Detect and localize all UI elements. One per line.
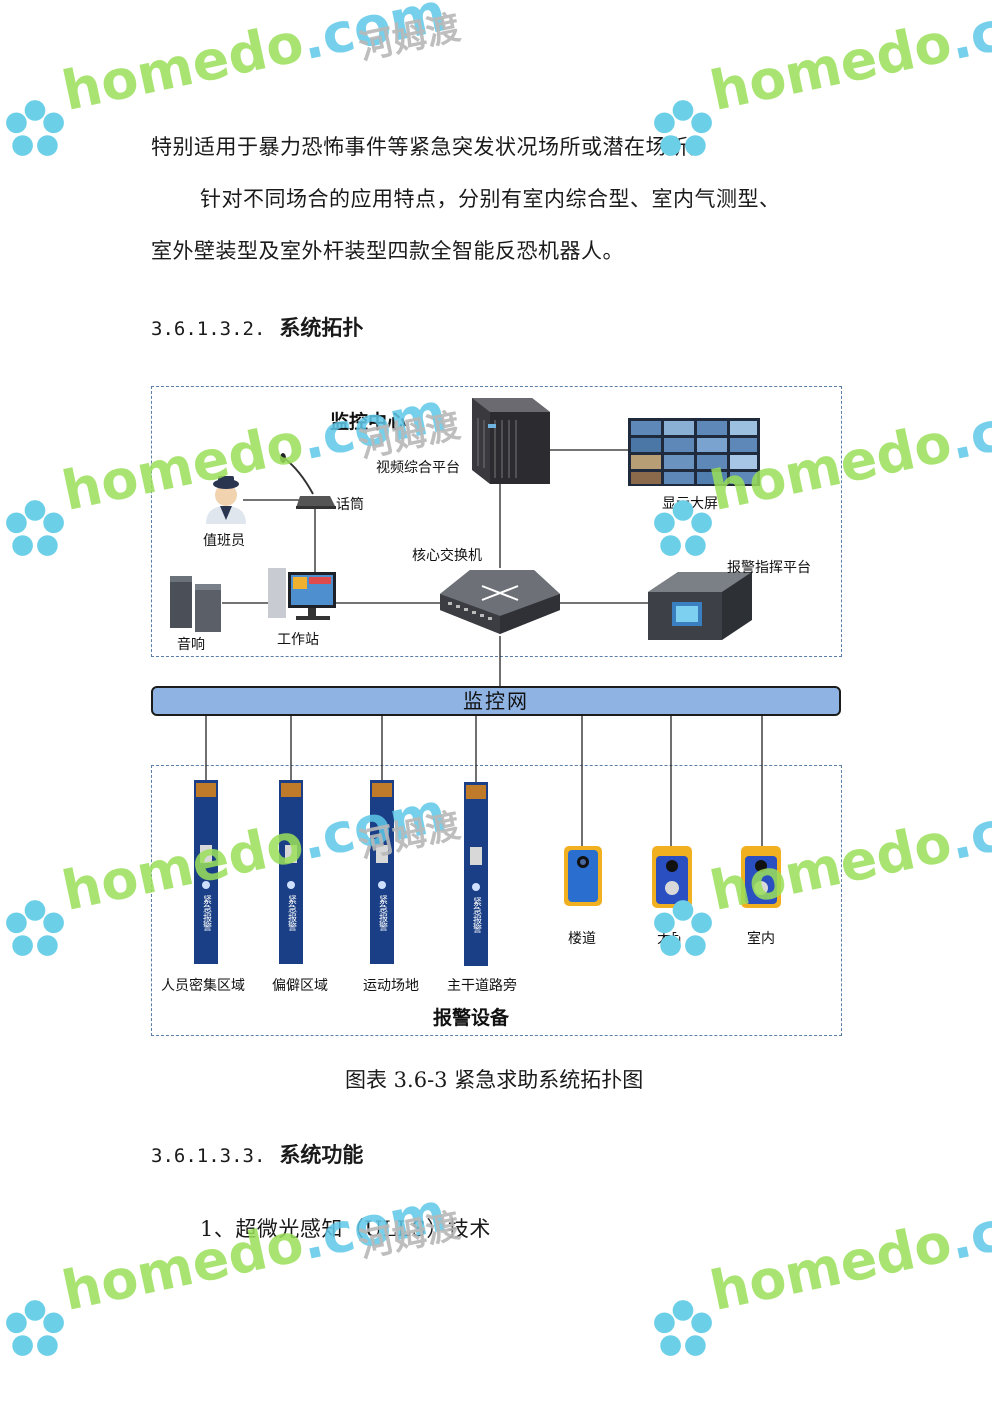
alarm-devices-label: 报警设备 <box>433 1007 510 1029</box>
core-switch-label: 核心交换机 <box>412 548 482 564</box>
monitor-center-region <box>151 386 842 657</box>
section-heading-topology: 3.6.1.3.2. 系统拓扑 <box>151 312 363 342</box>
location-label-stairway: 楼道 <box>568 931 596 947</box>
watermark-flower-icon <box>654 1300 712 1356</box>
column-label-3: 紧急报警 <box>377 895 387 931</box>
display-wall-icon <box>628 418 760 486</box>
section-title: 系统拓扑 <box>279 316 364 340</box>
monitor-network-bar: 监控网 <box>151 686 841 716</box>
alarm-device-region <box>151 765 842 1036</box>
alarm-box-indoor <box>741 846 781 908</box>
location-label-1: 人员密集区域 <box>161 978 245 994</box>
workstation-icon <box>268 568 336 620</box>
location-label-4: 主干道路旁 <box>447 978 517 994</box>
workstation-label: 工作站 <box>277 632 319 648</box>
watermark-flower-icon <box>654 500 712 556</box>
alarm-column-4 <box>464 782 488 966</box>
connection-lines <box>205 449 763 846</box>
alarm-column-1 <box>194 780 218 964</box>
paragraph-line-1: 特别适用于暴力恐怖事件等紧急突发状况场所或潜在场所。 <box>151 135 710 159</box>
paragraph-line-3: 室外壁装型及室外杆装型四款全智能反恐机器人。 <box>151 239 624 263</box>
video-platform-server-icon <box>472 398 550 484</box>
alarm-column-2 <box>279 780 303 964</box>
video-platform-label: 视频综合平台 <box>376 460 460 476</box>
column-label-1: 紧急报警 <box>201 895 211 931</box>
section-number: 3.6.1.3.3. <box>151 1145 266 1167</box>
watermark-flower-icon <box>6 500 64 556</box>
speaker-label: 音响 <box>177 637 205 653</box>
microphone-label: 话筒 <box>336 497 364 513</box>
watermark-flower-icon <box>654 900 712 956</box>
watermark-flower-icon <box>6 100 64 156</box>
location-label-indoor: 室内 <box>747 931 775 947</box>
speaker-icon <box>170 576 221 632</box>
location-label-2: 偏僻区域 <box>272 978 328 994</box>
watermark-flower-icon <box>654 100 712 156</box>
watermark-flower-icon <box>6 1300 64 1356</box>
alarm-platform-icon <box>648 572 752 640</box>
alarm-box-devices <box>564 846 781 908</box>
watermark-flower-icon <box>6 900 64 956</box>
location-label-3: 运动场地 <box>363 978 419 994</box>
section-number: 3.6.1.3.2. <box>151 318 266 340</box>
monitor-center-label: 监控中心 <box>330 411 407 433</box>
figure-caption: 图表 3.6-3 紧急求助系统拓扑图 <box>345 1068 644 1092</box>
column-label-4: 紧急报警 <box>471 897 481 933</box>
alarm-platform-label: 报警指挥平台 <box>727 560 811 576</box>
list-item-1: 1、超微光感知（ULLS）技术 <box>200 1217 491 1241</box>
paragraph-line-2: 针对不同场合的应用特点，分别有室内综合型、室内气测型、 <box>200 187 781 211</box>
microphone-icon <box>280 453 336 509</box>
alarm-column-3 <box>370 780 394 964</box>
operator-icon <box>206 476 246 524</box>
alarm-box-hall <box>652 846 692 908</box>
section-heading-functions: 3.6.1.3.3. 系统功能 <box>151 1139 363 1169</box>
operator-label: 值班员 <box>203 533 245 549</box>
column-label-2: 紧急报警 <box>286 895 296 931</box>
section-title: 系统功能 <box>279 1143 364 1167</box>
core-switch-icon <box>440 570 560 634</box>
monitor-network-label: 监控网 <box>463 689 529 713</box>
alarm-box-stairway <box>564 846 602 906</box>
alarm-column-devices <box>194 780 488 966</box>
